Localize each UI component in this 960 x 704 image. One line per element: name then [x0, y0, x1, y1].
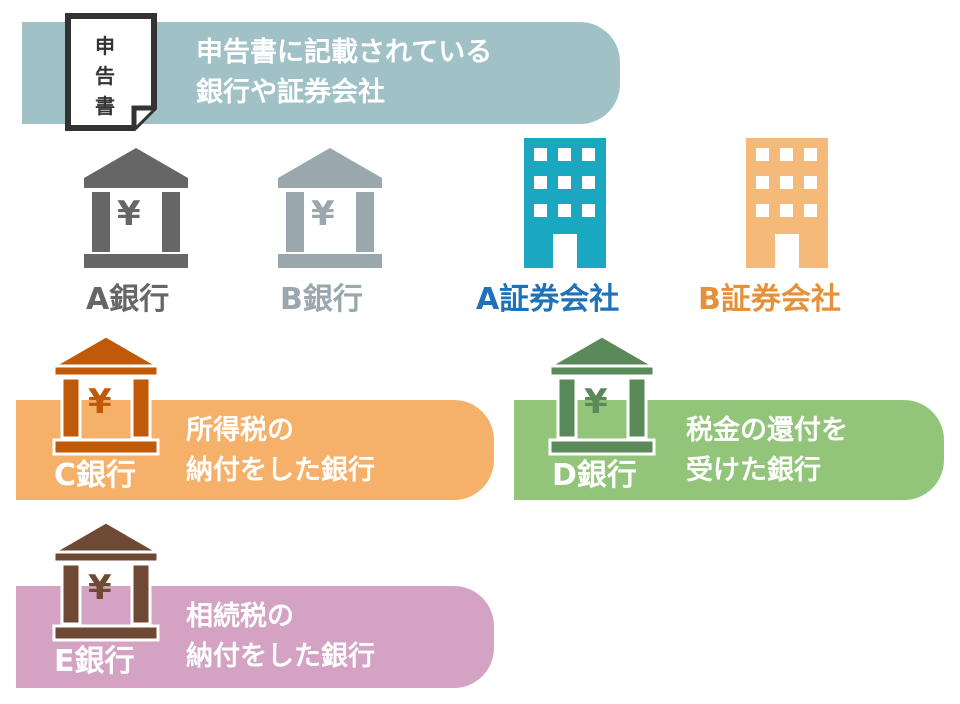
document-char-2: 告 [95, 64, 115, 88]
bank-d-line1: 税金の還付を [686, 415, 848, 446]
bank-a-label: A銀行 [86, 282, 170, 317]
document-char-1: 申 [95, 34, 115, 58]
bank-c-label: C銀行 [54, 458, 137, 493]
bank-c-line1: 所得税の [186, 415, 294, 446]
securities-a-label: A証券会社 [476, 282, 620, 317]
yen-icon: ¥ [88, 568, 112, 608]
yen-icon: ¥ [584, 382, 608, 422]
bank-e-line2: 納付をした銀行 [186, 641, 375, 672]
yen-icon: ¥ [117, 194, 141, 234]
bank-b-label: B銀行 [280, 282, 363, 317]
document-char-3: 書 [95, 94, 115, 118]
bank-d-label: D銀行 [552, 458, 637, 493]
bank-icon [50, 520, 162, 644]
building-icon [746, 138, 828, 268]
yen-icon: ¥ [88, 382, 112, 422]
yen-icon: ¥ [311, 194, 335, 234]
bank-d-line2: 受けた銀行 [686, 455, 821, 486]
document-icon [64, 12, 160, 132]
bank-icon [50, 334, 162, 458]
securities-b-label: B証券会社 [698, 282, 841, 317]
top-banner-line1: 申告書に記載されている [196, 37, 493, 68]
top-banner-line2: 銀行や証券会社 [196, 77, 385, 108]
bank-icon [80, 148, 192, 270]
bank-icon [274, 148, 386, 270]
bank-c-line2: 納付をした銀行 [186, 455, 375, 486]
bank-icon [546, 334, 658, 458]
bank-e-label: E銀行 [54, 644, 135, 679]
bank-e-line1: 相続税の [186, 601, 294, 632]
building-icon [524, 138, 606, 268]
